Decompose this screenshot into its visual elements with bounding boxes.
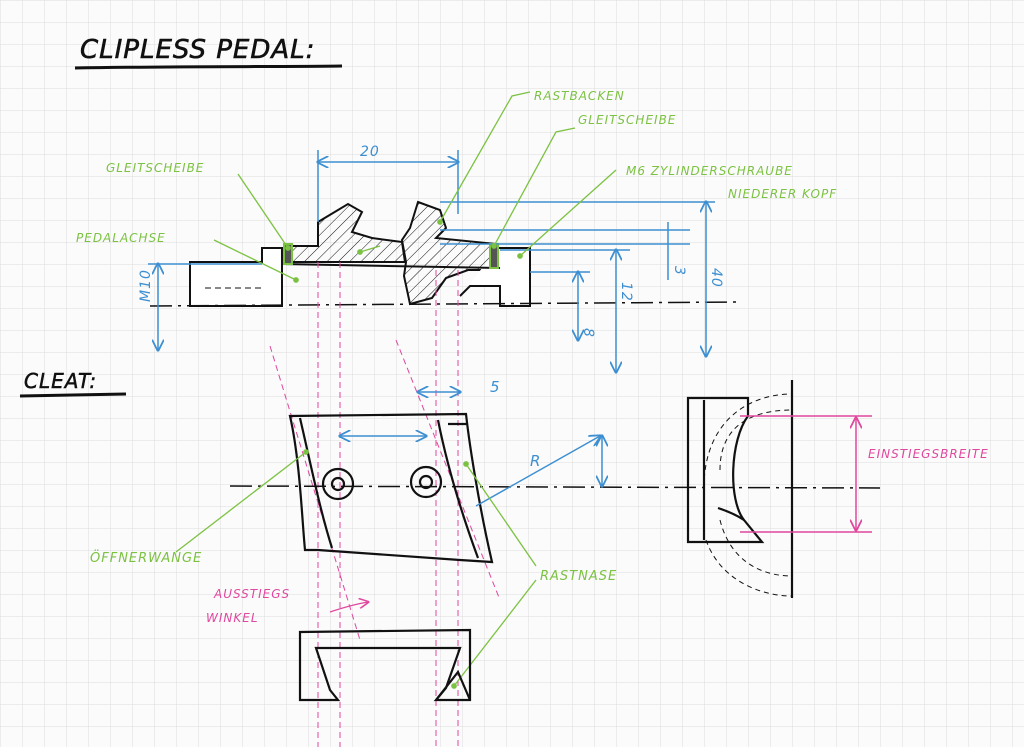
- leader-rastnase-bottom: [451, 579, 537, 689]
- leader-gleitscheibe-left: [237, 173, 291, 251]
- cleat-top-view: [229, 412, 881, 564]
- pedal-body-right: [459, 247, 531, 307]
- leader-rastbacken-left: [357, 245, 381, 255]
- label-gleitscheibe-right: GLEITSCHEIBE: [578, 113, 676, 127]
- front-cleat-outline: [298, 628, 472, 702]
- side-arc-bottom: [719, 519, 793, 577]
- einstiegsbreite-dim: [740, 415, 872, 533]
- page-title: CLIPLESS PEDAL:: [80, 35, 315, 65]
- bolt-hole-right: [409, 465, 443, 499]
- dim-20-label: 20: [360, 144, 380, 160]
- title-underline: [74, 64, 343, 70]
- bolt-head-left: [330, 476, 346, 492]
- oeffnerwange-left: [298, 417, 334, 549]
- label-gleitscheibe-left: GLEITSCHEIBE: [106, 161, 204, 175]
- dim-40-label: 40: [708, 268, 724, 288]
- side-arc-inner: [719, 409, 793, 471]
- angle-line-left: [269, 345, 361, 641]
- leader-schraube: [517, 169, 617, 259]
- gleitscheibe-left: [283, 243, 293, 265]
- label-rastbacken: RASTBACKEN: [534, 89, 625, 103]
- leader-rastnase-top: [463, 461, 537, 567]
- label-einstiegsbreite: EINSTIEGSBREITE: [868, 447, 989, 461]
- label-schraube-line1: M6 ZYLINDERSCHRAUBE: [626, 164, 793, 178]
- projection-lines: [269, 262, 501, 747]
- axle-centerline: [149, 301, 741, 307]
- side-arc-outer: [703, 393, 793, 489]
- leader-oeffnerwange: [175, 449, 309, 553]
- dim-3-label: 3: [671, 266, 687, 276]
- bolt-head-right: [418, 474, 434, 490]
- cleat-front-view: [298, 628, 472, 702]
- title-group: CLIPLESS PEDAL: CLEAT:: [19, 35, 343, 398]
- ausstiegswinkel-arc: [329, 602, 368, 613]
- cleat-label-leaders: [175, 449, 537, 689]
- label-rastnase: RASTNASE: [540, 569, 617, 584]
- label-schraube-line2: NIEDERER KOPF: [728, 187, 837, 201]
- pedal-dim-texts: 20 3 12 40 8 M10: [138, 144, 724, 338]
- leader-pedalachse: [213, 239, 299, 283]
- side-cleat-lip: [717, 506, 745, 521]
- cleat-centerline: [229, 485, 881, 489]
- angle-line-right: [395, 339, 501, 601]
- dim-r-label: R: [530, 452, 541, 470]
- leader-gleitscheibe-right: [491, 127, 576, 249]
- label-pedalachse: PEDALACHSE: [76, 231, 166, 245]
- dim-m10-label: M10: [138, 269, 154, 302]
- label-ausstiegswinkel-2: WINKEL: [206, 611, 259, 625]
- pedal-labels: RASTBACKEN GLEITSCHEIBE M6 ZYLINDERSCHRA…: [76, 89, 837, 245]
- radius-line: [475, 436, 600, 507]
- pedal-label-leaders: [213, 91, 617, 283]
- leader-rastbacken: [437, 91, 531, 225]
- gleitscheibe-right: [489, 243, 499, 269]
- dim-12-label: 12: [618, 282, 634, 302]
- dim-8-label: 8: [580, 328, 596, 338]
- rastnase-right: [436, 419, 480, 559]
- cleat-dim-texts: 5 R: [490, 378, 541, 470]
- bolt-hole-left: [321, 467, 355, 501]
- pedal-dimensions: [148, 150, 715, 372]
- cleat-dimensions: [340, 392, 602, 507]
- cleat-title-underline: [19, 392, 127, 398]
- cleat-labels: ÖFFNERWANGE RASTNASE AUSSTIEGS WINKEL: [90, 549, 617, 625]
- label-oeffnerwange: ÖFFNERWANGE: [90, 549, 202, 566]
- dim-5-label: 5: [490, 378, 501, 396]
- cleat-outline: [288, 412, 494, 564]
- front-rastnase: [435, 669, 472, 701]
- cleat-title: CLEAT:: [24, 369, 97, 393]
- cleat-side-view: [686, 380, 794, 598]
- label-ausstiegswinkel-1: AUSSTIEGS: [213, 587, 290, 601]
- rastbacken-right: [400, 200, 500, 306]
- side-arc-bottom-outer: [705, 539, 793, 597]
